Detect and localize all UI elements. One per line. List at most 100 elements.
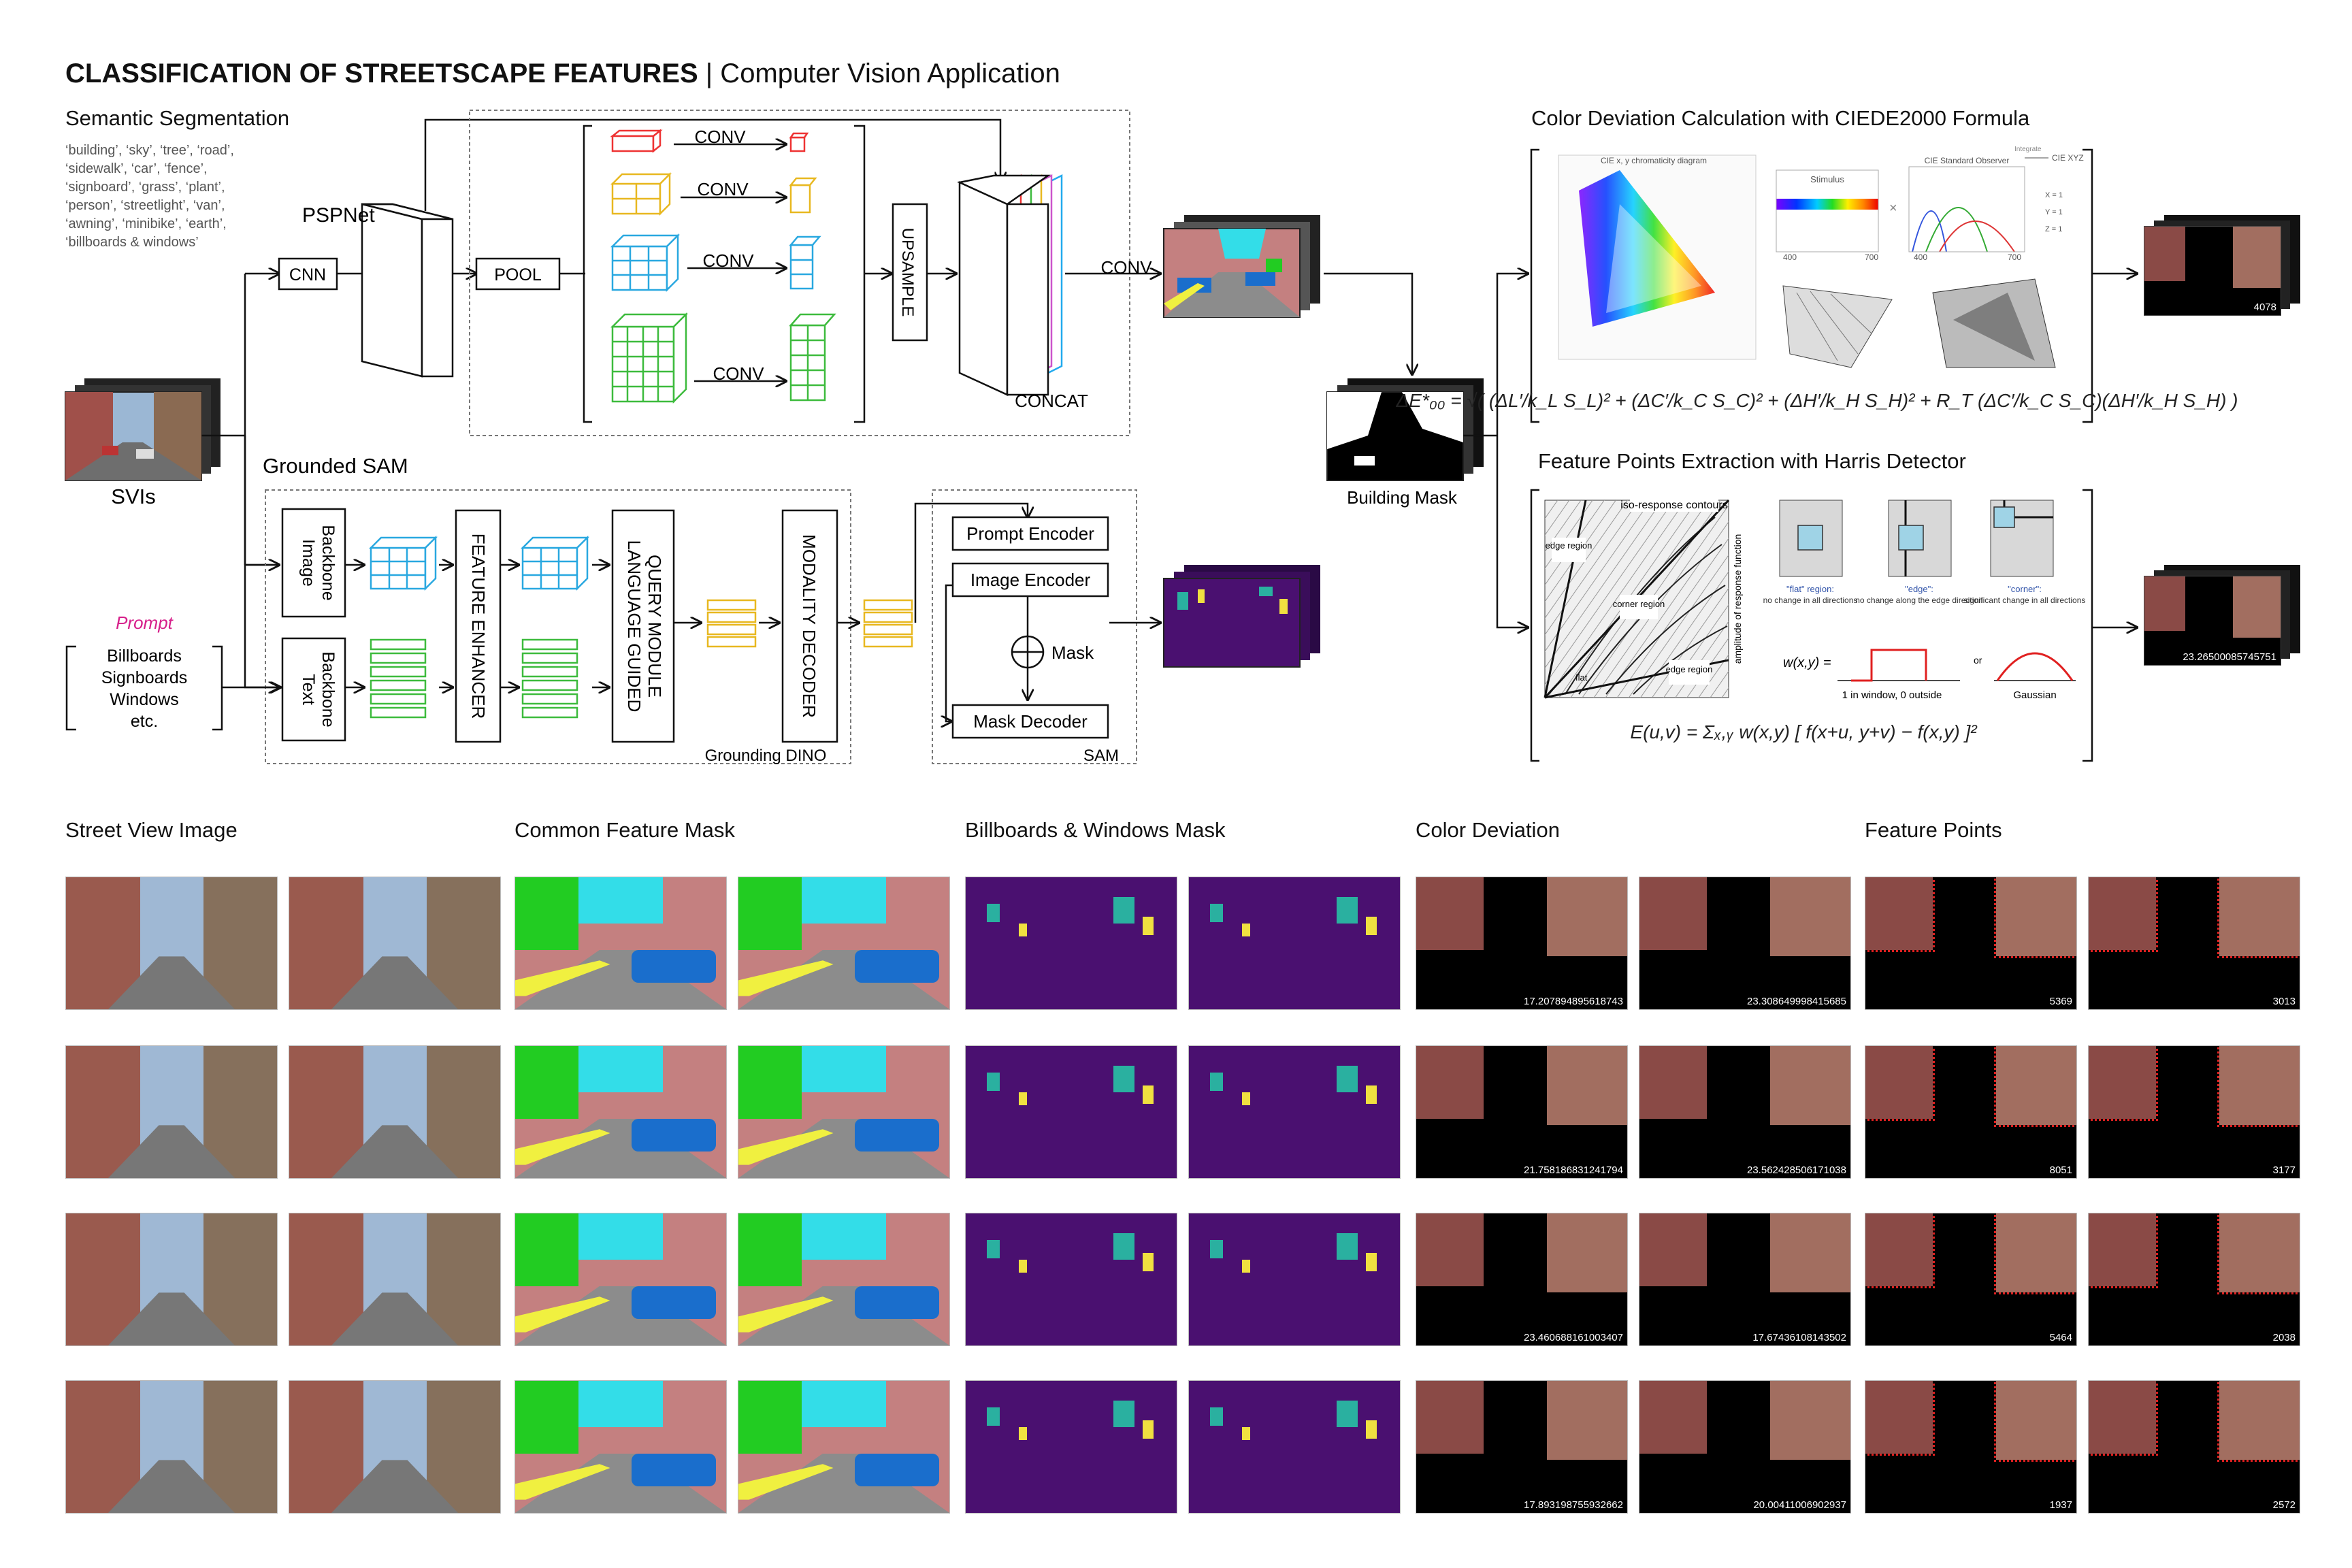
gallery-heading: Feature Points <box>1865 818 2002 842</box>
text-feature-bar <box>521 652 578 664</box>
class-list-line: ‘person’, ‘streetlight’, ‘van’, <box>65 198 225 213</box>
image-encoder-label: Image Encoder <box>970 570 1091 590</box>
gallery-bw-thumb <box>965 877 1177 1010</box>
gallery-heading: Billboards & Windows Mask <box>965 818 1226 842</box>
upsample-label: UPSAMPLE <box>898 228 917 317</box>
text-feature-bar <box>521 679 578 691</box>
prompt-line-2: Signboards <box>101 668 187 687</box>
gallery-color-thumb: 21.758186831241794 <box>1416 1045 1628 1179</box>
prompt-line-1: Billboards <box>107 647 182 666</box>
integrate-label: Integrate <box>2014 146 2042 153</box>
gallery-value: 2038 <box>2272 1332 2296 1343</box>
gallery-color-thumb: 23.308649998415685 <box>1639 877 1851 1010</box>
text-feature-bar <box>370 706 427 719</box>
corner-title: "corner": <box>2008 584 2042 594</box>
edge-title: "edge": <box>1905 584 1933 594</box>
conv-label-2: CONV <box>697 179 749 199</box>
modality-decoder-label: MODALITY DECODER <box>799 534 819 718</box>
sam-label: SAM <box>1083 747 1119 765</box>
gallery-common-thumb <box>738 1213 950 1346</box>
prompt-line-4: etc. <box>131 712 158 731</box>
gallery-heading: Street View Image <box>65 818 238 842</box>
text-feature-bar <box>521 706 578 719</box>
stim-axis-400: 400 <box>1783 252 1797 262</box>
text-feature-bar <box>370 693 427 705</box>
text-backbone-line1: Text <box>299 674 318 705</box>
prompt-line-3: Windows <box>110 690 178 709</box>
pipeline-diagram: CONV CONV CONV CONV UPSAMPLE CONCAT CONV <box>65 110 2238 765</box>
gallery-street-thumb <box>65 1213 278 1346</box>
mask-label: Mask <box>1051 642 1094 663</box>
gallery-street-thumb <box>289 877 501 1010</box>
wxy-label: w(x,y) = <box>1783 655 1831 670</box>
harris-formula: E(u,v) = Σₓ,ᵧ w(x,y) [ f(x+u, y+v) − f(x… <box>1630 721 1978 742</box>
window-label: 1 in window, 0 outside <box>1842 689 1942 701</box>
image-backbone-line1: Image <box>299 539 318 586</box>
gallery-heading: Common Feature Mask <box>514 818 735 842</box>
conv-label-3: CONV <box>702 250 754 271</box>
gallery-color-thumb: 17.893198755932662 <box>1416 1380 1628 1514</box>
conv-label-5: CONV <box>1100 257 1152 278</box>
page-title: CLASSIFICATION OF STREETSCAPE FEATURES |… <box>65 59 1060 88</box>
gallery-value: 21.758186831241794 <box>1524 1164 1623 1176</box>
flat-region-title: "flat" region: <box>1786 584 1834 594</box>
pspnet-label: PSPNet <box>302 204 375 227</box>
gallery-bw-thumb <box>1188 877 1401 1010</box>
gallery-value: 3177 <box>2272 1164 2296 1176</box>
feature-enhancer-label: FEATURE ENHANCER <box>468 534 489 719</box>
gallery-feat-thumb: 8051 <box>1865 1045 2077 1179</box>
flat-label: flat <box>1575 672 1588 683</box>
gallery-color-thumb: 23.562428506171038 <box>1639 1045 1851 1179</box>
gallery-street-thumb <box>289 1380 501 1514</box>
chromaticity-title: CIE x, y chromaticity diagram <box>1601 156 1707 165</box>
gallery-value: 5369 <box>2049 996 2072 1007</box>
svi-stack <box>65 378 220 481</box>
prompt-label: Prompt <box>116 612 174 633</box>
gallery-bw-thumb <box>1188 1045 1401 1179</box>
xyz-2: Y = 1 <box>2045 208 2063 216</box>
obs-axis-700: 700 <box>2008 252 2021 262</box>
class-list-line: ‘awning’, ‘minibike’, ‘earth’, <box>65 216 227 231</box>
conv-label-1: CONV <box>694 127 746 147</box>
gallery-bw-thumb <box>1188 1380 1401 1514</box>
gallery-common-thumb <box>514 877 727 1010</box>
gaussian-label: Gaussian <box>2013 689 2056 701</box>
ciede-output-value: 4078 <box>2253 301 2276 313</box>
gallery-color-thumb: 17.207894895618743 <box>1416 877 1628 1010</box>
gallery-common-thumb <box>738 1380 950 1514</box>
gallery-feat-thumb: 2572 <box>2088 1380 2300 1514</box>
ciede-output: 4078 <box>2144 215 2300 317</box>
gallery-common-thumb <box>738 1045 950 1179</box>
gallery-value: 23.460688161003407 <box>1524 1332 1623 1343</box>
grounded-sam-output <box>1163 565 1320 668</box>
ciede-formula: ΔE*₀₀ = √( (ΔL′/k_L S_L)² + (ΔC′/k_C S_C… <box>1396 390 2238 411</box>
gallery-value: 5464 <box>2049 1332 2072 1343</box>
image-backbone-line2: Backbone <box>318 525 338 600</box>
conv-label-4: CONV <box>713 363 764 384</box>
harris-output: 23.26500085745751 <box>2144 565 2300 667</box>
gallery-feat-thumb: 1937 <box>1865 1380 2077 1514</box>
text-feature-bar <box>370 652 427 664</box>
gallery-value: 23.308649998415685 <box>1747 996 1846 1007</box>
language-guided-line2: QUERY MODULE <box>644 555 665 698</box>
concat-label: CONCAT <box>1015 391 1088 411</box>
obs-axis-400: 400 <box>1914 252 1927 262</box>
observer-label: CIE Standard Observer <box>1925 156 2010 165</box>
gallery-feat-thumb: 5464 <box>1865 1213 2077 1346</box>
gallery-feat-thumb: 3013 <box>2088 877 2300 1010</box>
multiply-sign: × <box>1889 201 1897 216</box>
cnn-label: CNN <box>289 265 326 284</box>
gallery-value: 20.00411006902937 <box>1753 1499 1846 1511</box>
gallery-heading: Color Deviation <box>1416 818 1560 842</box>
building-mask-output <box>1326 378 1484 481</box>
ciede-heading: Color Deviation Calculation with CIEDE20… <box>1531 106 2030 130</box>
gallery-feat-thumb: 3177 <box>2088 1045 2300 1179</box>
gallery-value: 8051 <box>2049 1164 2072 1176</box>
edge-desc: no change along the edge direction <box>1855 595 1982 605</box>
gallery-color-thumb: 20.00411006902937 <box>1639 1380 1851 1514</box>
xyz-1: X = 1 <box>2045 191 2063 199</box>
gallery-common-thumb <box>514 1045 727 1179</box>
gallery-color-thumb: 23.460688161003407 <box>1416 1213 1628 1346</box>
gallery-value: 1937 <box>2049 1499 2072 1511</box>
grounding-dino-label: Grounding DINO <box>705 747 827 765</box>
